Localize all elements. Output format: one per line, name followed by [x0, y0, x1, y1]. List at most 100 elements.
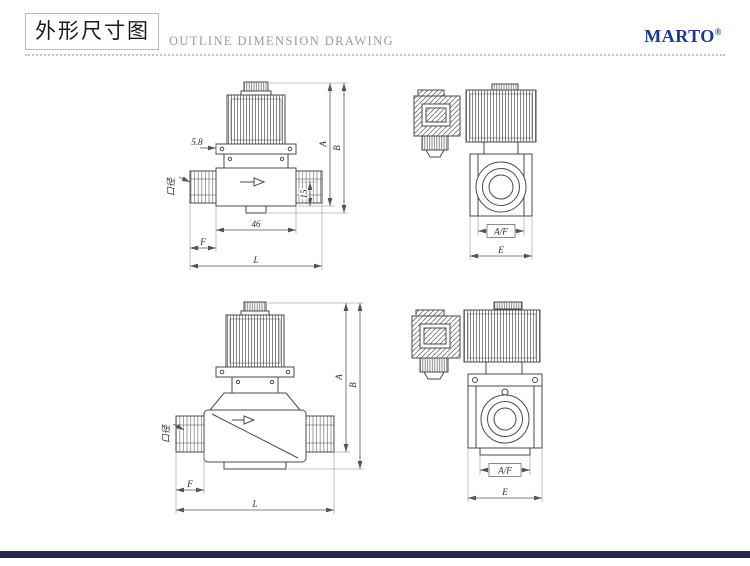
dim-label-f: F	[186, 479, 193, 489]
coil-collar	[240, 90, 272, 96]
port-bore-circle	[493, 407, 517, 431]
din-connector	[411, 309, 461, 359]
dim-label-b: B	[332, 145, 342, 151]
port-boss-circle	[480, 394, 530, 444]
dim-label-a: A	[318, 141, 328, 148]
coil-inner-outline	[230, 98, 282, 141]
dim-label-e: E	[497, 245, 504, 255]
dimension-drawings: 5.8 口径 A B 15	[161, 81, 543, 514]
brand-name: MARTO	[644, 26, 715, 46]
dim-height-a: A	[268, 302, 364, 453]
dim-label-f: F	[199, 237, 206, 247]
coil-top-nut	[491, 83, 519, 91]
body-shoulder	[208, 392, 302, 411]
dim-15: 15	[298, 181, 316, 206]
registered-mark: ®	[714, 27, 722, 37]
dim-label-a: A	[334, 374, 344, 381]
solenoid-coil	[463, 309, 541, 363]
neck	[485, 361, 523, 375]
flange-bolt	[219, 369, 225, 375]
dim-label-15: 15	[299, 189, 309, 199]
bonnet	[223, 153, 289, 169]
dim-label-5-8: 5.8	[191, 137, 203, 147]
bottom-plate	[223, 461, 287, 470]
neck	[483, 141, 519, 155]
bonnet-screw	[235, 379, 241, 385]
port-boss-circle	[475, 161, 527, 213]
coil-top-nut	[243, 81, 269, 92]
valve-body-assembly	[467, 373, 543, 456]
coil-flange	[215, 366, 295, 378]
port-circle	[482, 168, 520, 206]
dim-port-size: 口径	[166, 176, 191, 196]
body-flange	[467, 373, 543, 387]
dim-af: A/F	[479, 455, 531, 477]
footer-bar	[0, 551, 750, 558]
drawing-top-right-side-view: A/F E	[413, 83, 537, 260]
dim-e: E	[467, 448, 543, 502]
dim-height-b: B	[288, 303, 364, 470]
port-right	[305, 415, 335, 453]
dim-label-af: A/F	[493, 227, 508, 237]
din-connector	[413, 89, 461, 137]
dim-label-b: B	[348, 382, 358, 388]
coil-top-nut	[243, 301, 267, 312]
bonnet-screw	[279, 156, 285, 162]
solenoid-actuator	[465, 83, 537, 155]
dim-e: E	[469, 216, 533, 260]
dim-f: F	[189, 203, 217, 252]
flange-bolt	[532, 377, 538, 383]
bonnet	[231, 376, 279, 394]
flow-direction-arrow	[232, 415, 256, 425]
coil-flange	[215, 143, 297, 155]
solenoid-actuator	[226, 81, 286, 145]
dim-label-e: E	[501, 487, 508, 497]
cable-gland	[419, 357, 449, 380]
cable-gland	[421, 135, 449, 158]
body-diagonal	[211, 413, 299, 459]
port-left	[189, 170, 217, 204]
flange-bolt	[472, 377, 478, 383]
bottom-plug	[245, 205, 267, 214]
header-divider	[25, 54, 725, 56]
solenoid-coil	[465, 89, 537, 143]
dim-l: L	[175, 452, 335, 514]
dim-port-size: 口径	[161, 423, 185, 443]
dim-label-l: L	[251, 499, 257, 509]
dim-label-af: A/F	[497, 466, 512, 476]
dim-af: A/F	[477, 216, 525, 238]
dim-l: L	[189, 203, 323, 270]
coil-collar	[240, 310, 270, 316]
title-box: 外形尺寸图	[25, 13, 159, 50]
port-size-label: 口径	[166, 177, 176, 196]
valve-body-assembly	[469, 153, 533, 217]
port-bore-circle	[488, 174, 514, 200]
port-left	[175, 415, 205, 453]
dim-label-l: L	[252, 255, 258, 265]
port-circle	[487, 401, 523, 437]
drawing-bottom-left-front-view: 口径 A B F	[161, 301, 364, 514]
flow-direction-arrow	[240, 177, 266, 187]
dim-height-a: A	[270, 82, 348, 207]
bonnet-screw	[269, 379, 275, 385]
port-size-label: 口径	[161, 424, 171, 443]
coil-top-nut	[493, 301, 523, 310]
flange-bolt	[287, 146, 293, 152]
solenoid-actuator	[225, 301, 285, 368]
flange-bolt	[219, 146, 225, 152]
bonnet-screw	[227, 156, 233, 162]
brand-logo: MARTO®	[644, 26, 722, 47]
page-title-cn: 外形尺寸图	[35, 19, 150, 43]
drawing-bottom-right-side-view: A/F E	[411, 301, 543, 502]
dim-height-b: B	[268, 83, 348, 214]
drawing-top-left-front-view: 5.8 口径 A B 15	[166, 81, 348, 270]
dim-label-46: 46	[252, 219, 262, 229]
solenoid-coil	[225, 314, 285, 368]
bottom-hex	[479, 447, 531, 456]
dim-f: F	[175, 452, 205, 494]
valve-body	[215, 167, 297, 207]
flange-bolt	[285, 369, 291, 375]
dim-offset-5-8: 5.8	[191, 137, 217, 152]
solenoid-actuator	[463, 301, 541, 375]
